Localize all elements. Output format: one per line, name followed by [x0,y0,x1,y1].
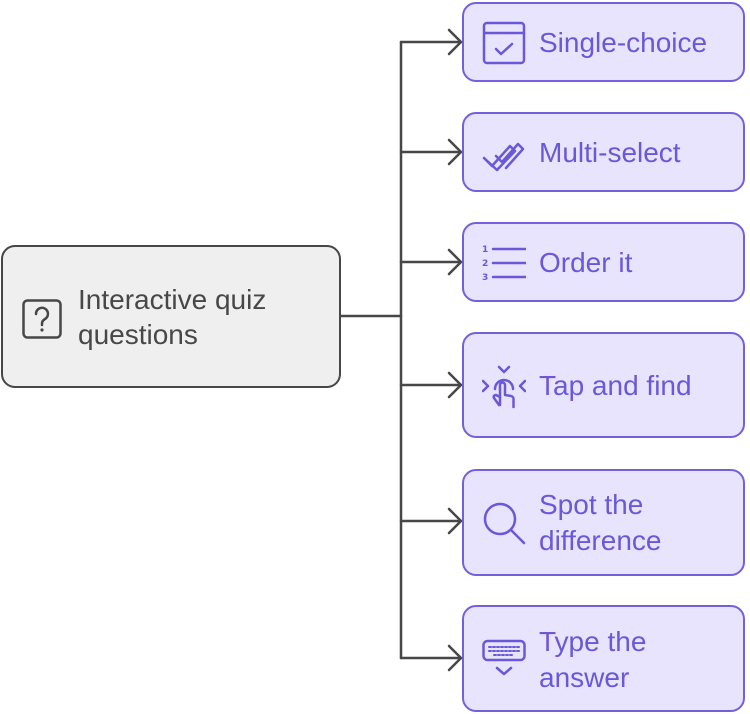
root-label-line1: Interactive quiz [78,284,267,315]
node-label-line1: Multi-select [539,137,681,168]
node-single-choice[interactable]: Single-choice [462,2,745,82]
node-label-line1: Type the [539,626,647,657]
node-label-line1: Tap and find [539,370,692,401]
node-label-line1: Single-choice [539,27,708,58]
svg-text:2: 2 [482,259,488,269]
root-label: Interactive quiz questions [78,282,328,352]
svg-text:3: 3 [482,273,488,283]
node-tap-and-find[interactable]: Tap and find [462,332,745,438]
node-label: Spot the difference [539,487,661,559]
node-label: Single-choice [539,25,707,61]
numbered-list-icon: 1 2 3 [482,245,526,283]
svg-text:1: 1 [482,245,488,255]
node-type-the-answer[interactable]: Type the answer [462,605,745,712]
node-label-line1: Order it [539,247,633,278]
node-order-it[interactable]: 1 2 3 Order it [462,222,745,302]
node-label-line2: answer [539,662,630,693]
window-check-icon [482,21,526,65]
node-label: Multi-select [539,135,681,171]
double-check-icon [482,142,525,172]
node-label: Order it [539,245,632,281]
node-label-line1: Spot the [539,489,644,520]
node-label: Tap and find [539,368,692,404]
tap-gesture-icon [482,365,526,409]
question-mark-square-icon [22,299,62,339]
root-label-line2: questions [78,319,198,350]
search-icon [483,502,526,545]
root-node-interactive-quiz-questions[interactable]: Interactive quiz questions [1,245,341,388]
node-spot-the-difference[interactable]: Spot the difference [462,469,745,576]
node-multi-select[interactable]: Multi-select [462,112,745,192]
keyboard-icon [482,639,526,676]
node-label-line2: difference [539,525,662,556]
node-label: Type the answer [539,624,646,696]
